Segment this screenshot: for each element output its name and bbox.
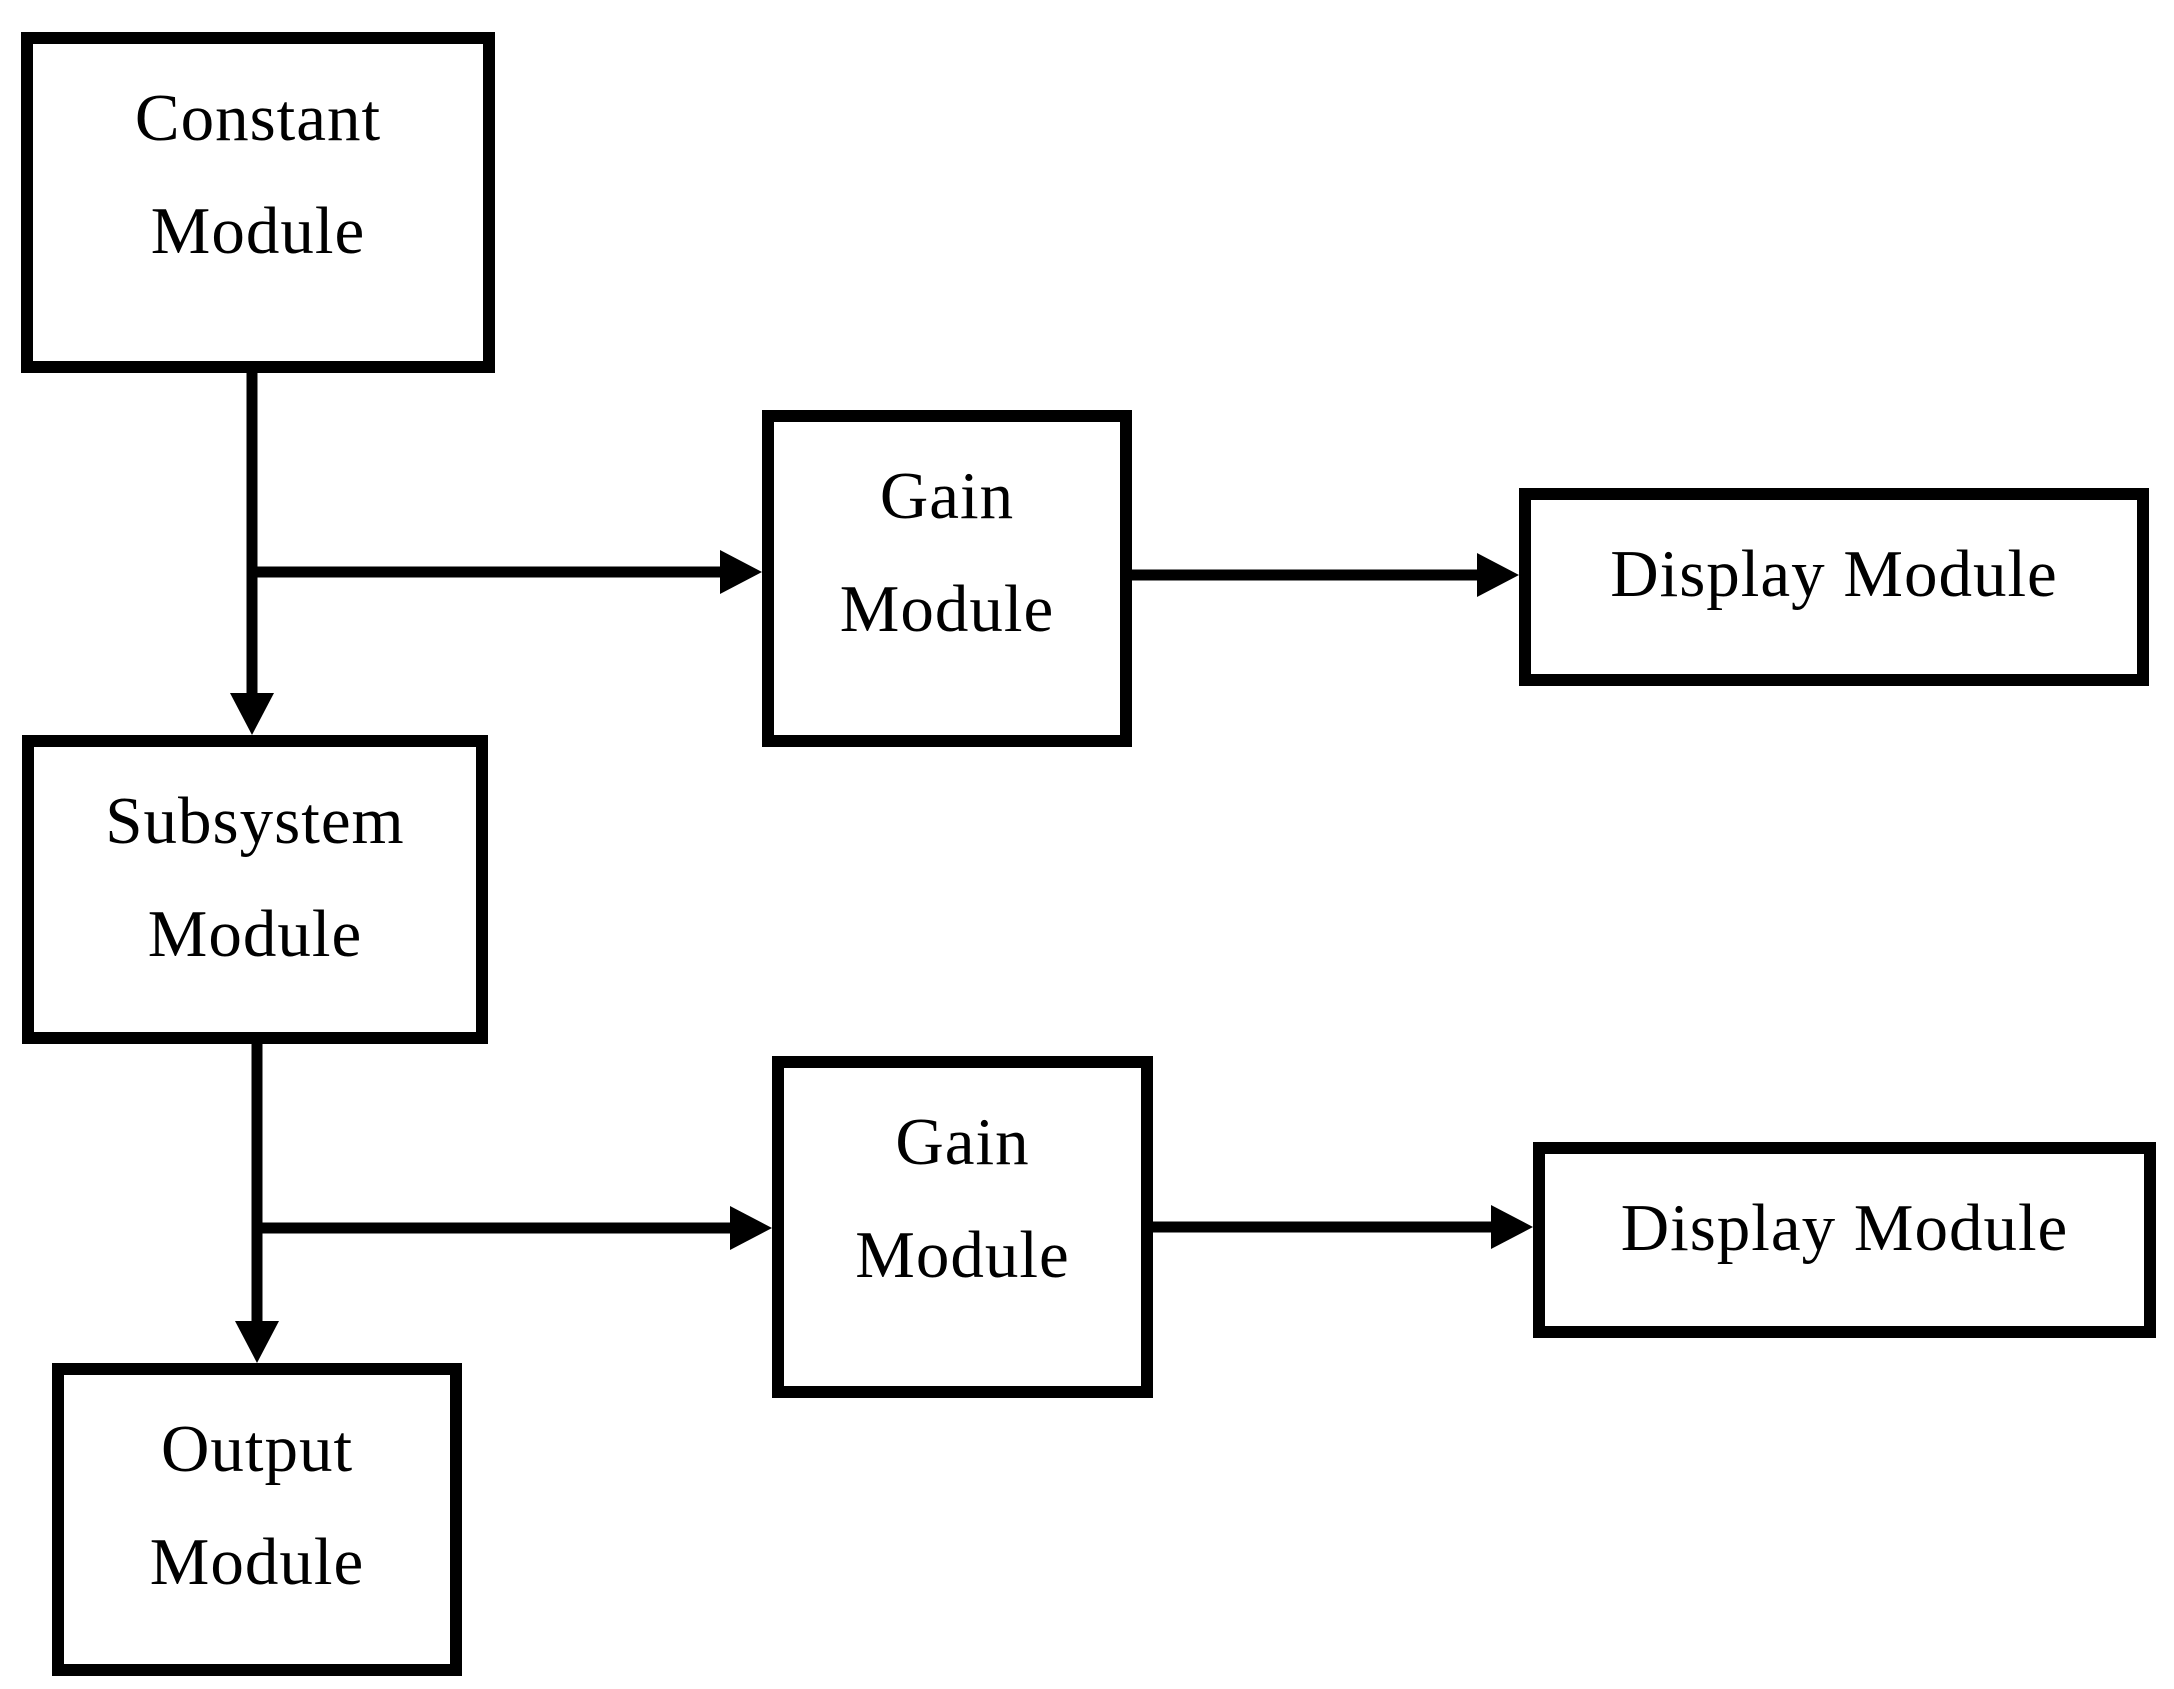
arrow-constant-to-subsystem — [230, 371, 274, 735]
node-label-line: Gain — [895, 1105, 1030, 1179]
node-label-line: Subsystem — [105, 784, 405, 858]
node-label-line: Module — [149, 1525, 365, 1599]
node-gain-module-bottom: Gain Module — [772, 1056, 1153, 1398]
node-label-line: Gain — [879, 459, 1015, 533]
node-label-line: Module — [150, 194, 366, 268]
node-display-module-bottom: Display Module — [1533, 1142, 2156, 1338]
node-constant-module: Constant Module — [21, 32, 495, 373]
node-label-line: Module — [839, 572, 1055, 646]
node-output-module: Output Module — [52, 1363, 462, 1676]
node-display-module-top: Display Module — [1519, 488, 2149, 686]
node-label-line: Output — [160, 1412, 354, 1486]
arrow-subsystem-to-gain-bottom — [252, 1206, 772, 1250]
arrow-gain-bottom-to-display-bottom — [1151, 1205, 1533, 1249]
node-label-line: Module — [855, 1218, 1070, 1292]
node-label-line: Constant — [134, 81, 382, 155]
node-subsystem-module: Subsystem Module — [22, 735, 488, 1044]
node-gain-module-top: Gain Module — [762, 410, 1132, 747]
node-label-line: Display Module — [1610, 537, 2058, 611]
node-label-line: Module — [147, 897, 363, 971]
node-label-line: Display Module — [1620, 1191, 2069, 1265]
arrow-constant-to-gain-top — [247, 550, 762, 594]
arrow-gain-top-to-display-top — [1130, 553, 1519, 597]
arrow-subsystem-to-output — [235, 1042, 279, 1363]
